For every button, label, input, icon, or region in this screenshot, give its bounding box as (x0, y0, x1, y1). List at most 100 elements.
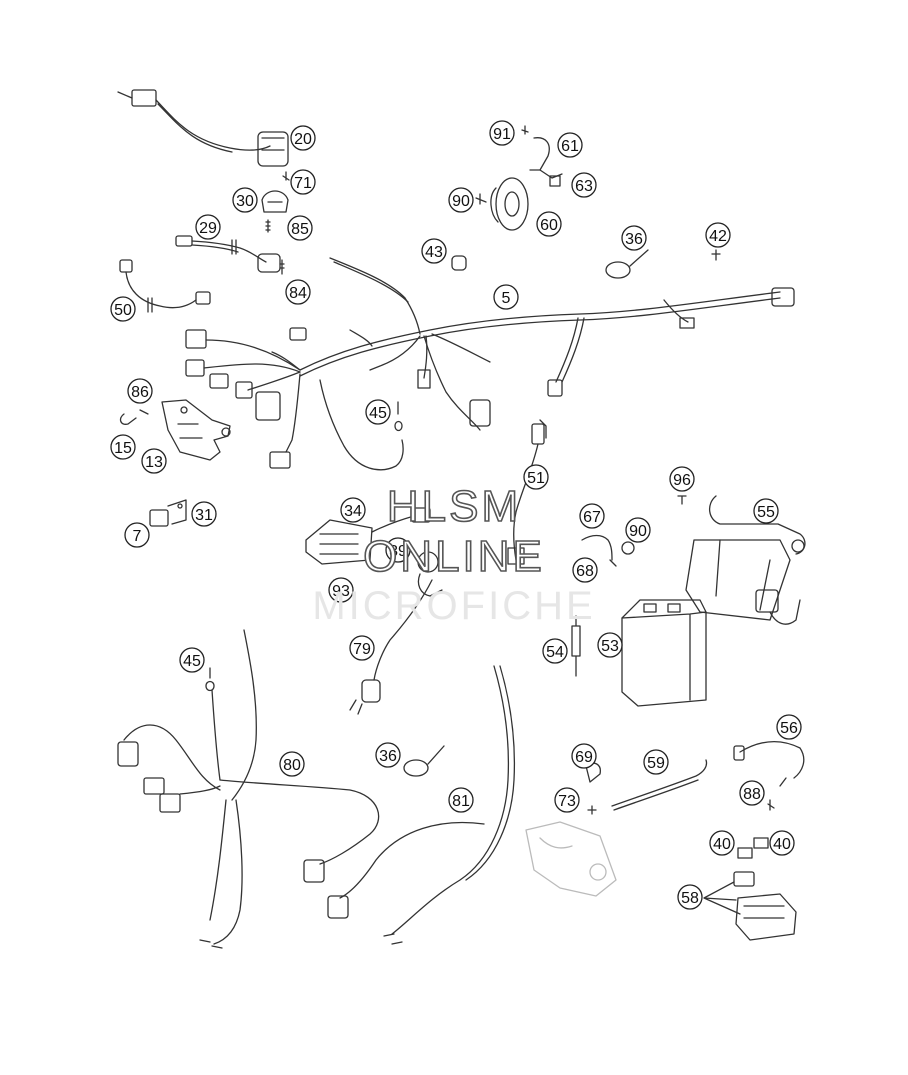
svg-text:90: 90 (629, 523, 647, 540)
part-45-bulb-lower (205, 667, 215, 692)
callout-13: 13 (141, 448, 167, 474)
callout-45-upper: 45 (365, 399, 391, 425)
callout-90-mid: 90 (625, 517, 651, 543)
part-36-cable-tie-top (605, 249, 649, 279)
svg-text:40: 40 (713, 836, 731, 853)
part-67-battery-cable (581, 534, 635, 567)
part-85-screw (265, 219, 271, 233)
part-56-cable (733, 740, 805, 787)
part-84-screw (279, 259, 285, 275)
svg-text:68: 68 (576, 563, 594, 580)
part-79-ignition-coil (332, 551, 443, 715)
svg-text:85: 85 (291, 221, 309, 238)
callout-50: 50 (110, 296, 136, 322)
callout-81: 81 (448, 787, 474, 813)
callout-59: 59 (643, 749, 669, 775)
callout-36-lower: 36 (375, 742, 401, 768)
svg-text:96: 96 (673, 472, 691, 489)
svg-text:7: 7 (133, 528, 142, 545)
svg-text:36: 36 (625, 231, 643, 248)
part-58-starter-relay (703, 799, 797, 941)
callout-40-left: 40 (709, 830, 735, 856)
svg-text:45: 45 (183, 653, 201, 670)
svg-text:40: 40 (773, 836, 791, 853)
svg-text:71: 71 (294, 175, 312, 192)
svg-text:30: 30 (236, 193, 254, 210)
callout-20: 20 (290, 125, 316, 151)
svg-text:60: 60 (540, 217, 558, 234)
callout-51: 51 (523, 464, 549, 490)
callout-54: 54 (542, 638, 568, 664)
part-36-cable-tie-lower (403, 745, 445, 777)
callout-85: 85 (287, 215, 313, 241)
svg-text:43: 43 (425, 244, 443, 261)
callout-79: 79 (349, 635, 375, 661)
callout-34: 34 (340, 497, 366, 523)
part-34-regulator (305, 507, 431, 565)
svg-text:15: 15 (114, 440, 132, 457)
callout-61: 61 (557, 132, 583, 158)
svg-text:50: 50 (114, 302, 132, 319)
starter-motor-drawing (525, 821, 617, 897)
callout-68: 68 (572, 557, 598, 583)
svg-text:31: 31 (195, 507, 213, 524)
horn-assembly (475, 125, 563, 231)
svg-text:80: 80 (283, 757, 301, 774)
callout-29: 29 (195, 214, 221, 240)
svg-text:54: 54 (546, 644, 564, 661)
callout-36-top: 36 (621, 225, 647, 251)
svg-text:73: 73 (558, 793, 576, 810)
part-53-battery (621, 599, 707, 707)
svg-text:91: 91 (493, 126, 511, 143)
callout-91: 91 (489, 120, 515, 146)
svg-text:53: 53 (601, 638, 619, 655)
svg-text:20: 20 (294, 131, 312, 148)
part-20-switch-drawing (117, 89, 289, 167)
svg-text:81: 81 (452, 793, 470, 810)
callout-39: 39 (385, 537, 411, 563)
svg-text:84: 84 (289, 285, 307, 302)
part-80-sub-harness (117, 629, 380, 949)
svg-text:79: 79 (353, 641, 371, 658)
callout-55: 55 (753, 498, 779, 524)
svg-text:39: 39 (389, 543, 407, 560)
callout-84: 84 (285, 279, 311, 305)
svg-text:42: 42 (709, 228, 727, 245)
part-5-main-harness (185, 257, 795, 471)
callout-69: 69 (571, 743, 597, 769)
part-51-sensor (507, 419, 547, 565)
callout-5: 5 (493, 284, 519, 310)
svg-text:58: 58 (681, 890, 699, 907)
svg-text:29: 29 (199, 220, 217, 237)
callout-15: 15 (110, 434, 136, 460)
svg-text:34: 34 (344, 503, 362, 520)
svg-text:69: 69 (575, 749, 593, 766)
part-42-clip (711, 249, 721, 261)
svg-text:67: 67 (583, 509, 601, 526)
callout-30: 30 (232, 187, 258, 213)
part-13-bracket (119, 399, 231, 461)
callout-93: 93 (328, 577, 354, 603)
svg-text:90: 90 (452, 193, 470, 210)
callout-58: 58 (677, 884, 703, 910)
svg-text:59: 59 (647, 755, 665, 772)
callout-56: 56 (776, 714, 802, 740)
part-43-grommet (451, 255, 467, 271)
part-29-switch-cable (175, 235, 281, 273)
svg-text:86: 86 (131, 384, 149, 401)
part-71-screw (282, 171, 290, 181)
callout-96: 96 (669, 466, 695, 492)
part-55-battery-box (677, 495, 806, 625)
callout-90-top: 90 (448, 187, 474, 213)
callout-45-lower: 45 (179, 647, 205, 673)
part-81-sub-harness (327, 665, 516, 945)
callout-31: 31 (191, 501, 217, 527)
part-50-sensor-cable (119, 259, 211, 313)
svg-text:45: 45 (369, 405, 387, 422)
svg-text:13: 13 (145, 454, 163, 471)
part-54-fuse (571, 615, 581, 677)
callout-7: 7 (124, 522, 150, 548)
callout-71: 71 (290, 169, 316, 195)
svg-text:5: 5 (502, 290, 511, 307)
